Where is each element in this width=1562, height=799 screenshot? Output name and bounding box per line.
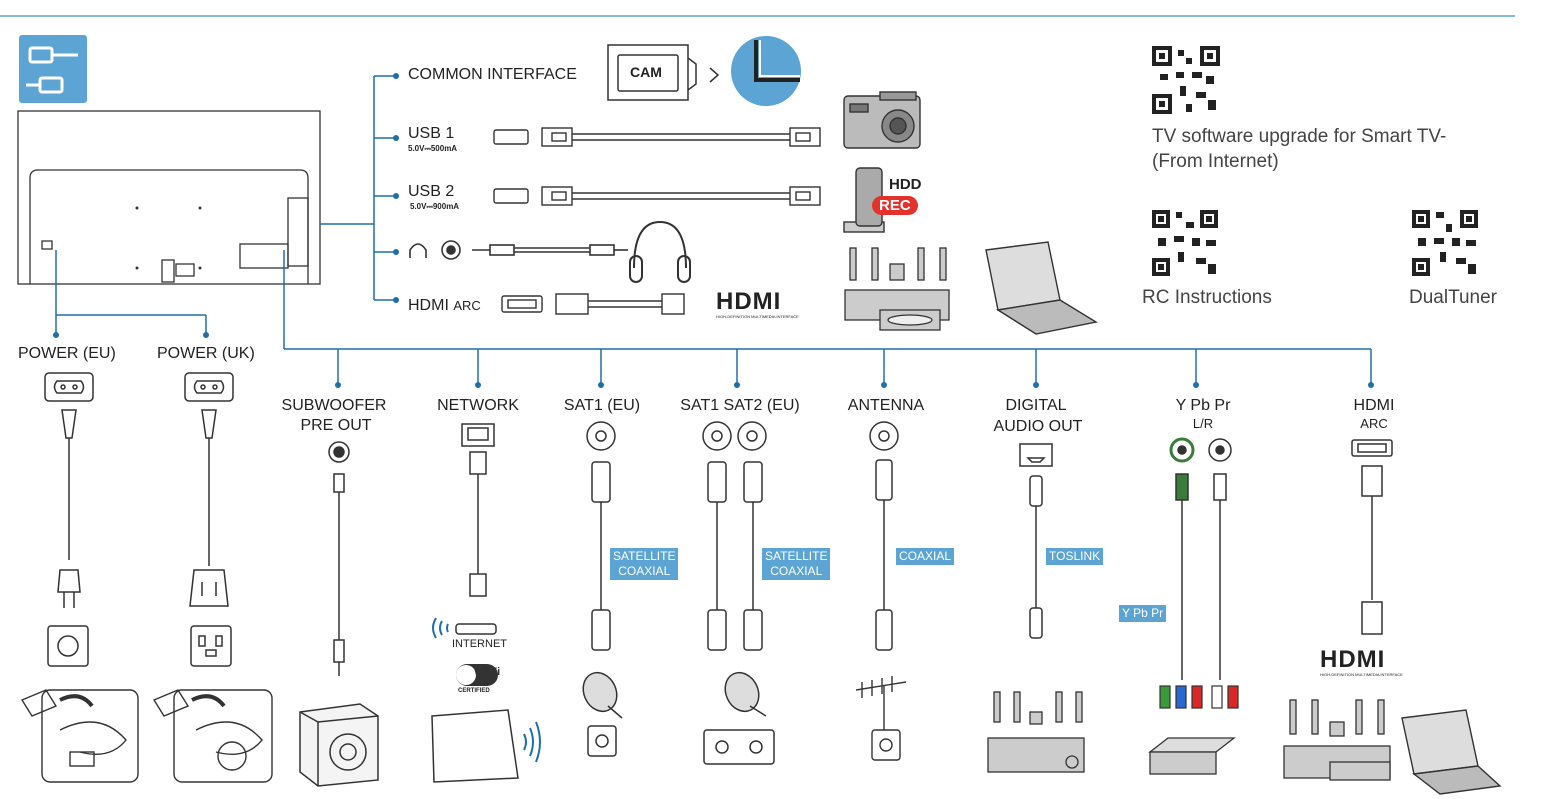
set-top-box-icon <box>1148 737 1236 775</box>
tv-back-panel-icon <box>17 110 321 285</box>
antenna-cable-icon <box>869 421 899 651</box>
tag-text: SATELLITE <box>613 549 676 563</box>
laptop-bottom-icon <box>1401 709 1502 795</box>
cam-slot-detail-icon <box>731 36 801 106</box>
hdmi-logo-top-sub: HIGH-DEFINITION MULTIMEDIA INTERFACE <box>716 314 799 319</box>
common-interface-label: COMMON INTERFACE <box>408 66 577 83</box>
headphones-icon <box>629 220 691 283</box>
hdmi-arc-label: HDMI ARC <box>408 297 481 315</box>
power-uk-label: POWER (UK) <box>157 345 255 362</box>
sat1-sat2-cable-icon <box>702 421 767 651</box>
qr-dualtuner-icon <box>1412 210 1478 276</box>
internet-label: INTERNET <box>452 638 507 650</box>
toslink-cable-icon <box>1019 443 1053 639</box>
home-theatre-bottom-icon <box>1283 699 1391 781</box>
arrow-icon <box>709 67 720 83</box>
laptop-icon <box>985 241 1098 335</box>
hdmi-logo-bottom-sub: HIGH-DEFINITION MULTIMEDIA INTERFACE <box>1320 672 1403 677</box>
qr-upgrade-line1: TV software upgrade for Smart TV- <box>1152 126 1447 147</box>
pre-out-label: PRE OUT <box>300 417 372 434</box>
hdd-label: HDD <box>889 176 922 193</box>
toslink-tag: TOSLINK <box>1046 548 1104 565</box>
wifi-certified-text: CERTIFIED <box>458 688 490 694</box>
rca-plugs-icon <box>1159 685 1239 709</box>
audio-out-label: AUDIO OUT <box>993 418 1083 435</box>
sat1-label: SAT1 (EU) <box>563 397 641 414</box>
digital-label: DIGITAL <box>1005 397 1067 414</box>
tag-text: COAXIAL <box>618 564 671 578</box>
wifi-certified-logo-icon <box>456 664 498 686</box>
hdmi-logo-bottom: HDMI <box>1320 646 1386 673</box>
hdmi-bottom-label: HDMI <box>1353 397 1395 414</box>
top-bus-lines <box>55 75 1372 385</box>
antenna-label: ANTENNA <box>847 397 925 414</box>
power-eu-box-icon <box>20 689 139 783</box>
qr-rc-instructions-icon <box>1152 210 1218 276</box>
wifi-router-icon <box>432 617 449 639</box>
qr-rc-label: RC Instructions <box>1142 287 1272 308</box>
qr-upgrade-icon <box>1152 46 1220 114</box>
arc-text: ARC <box>453 298 481 313</box>
wifi-logo-text: Wi Fi <box>474 666 501 678</box>
ypbpr-label: Y Pb Pr <box>1175 397 1231 414</box>
usb2-cable-icon <box>493 186 821 206</box>
tag-text: SATELLITE <box>765 549 828 563</box>
camera-icon <box>843 91 921 149</box>
cam-label: CAM <box>630 64 662 80</box>
qr-upgrade-line2: (From Internet) <box>1152 151 1279 172</box>
power-eu-label: POWER (EU) <box>18 345 116 362</box>
antenna-icon <box>855 676 907 761</box>
subwoofer-cable-icon <box>328 441 350 676</box>
cam-module-icon <box>607 44 697 101</box>
usb2-power-label: 5.0V⎓900mA <box>410 202 460 211</box>
qr-dualtuner-label: DualTuner <box>1409 287 1498 308</box>
headphone-cable-icon <box>409 240 628 260</box>
subwoofer-label: SUBWOOFER <box>281 397 387 414</box>
ypbpr-cable-icon <box>1169 437 1232 680</box>
tag-text: COAXIAL <box>770 564 823 578</box>
power-eu-cable-icon <box>44 372 94 667</box>
rec-badge: REC <box>872 196 918 215</box>
smart-tv-wifi-icon <box>431 709 541 783</box>
satellite-dish-dual-icon <box>703 671 775 765</box>
hdmi-text: HDMI <box>408 297 449 314</box>
connections-badge-icon <box>19 35 87 103</box>
subwoofer-icon <box>299 703 379 787</box>
arc-bottom-label: ARC <box>1360 416 1388 431</box>
network-cable-icon <box>461 423 495 597</box>
sat1-sat2-label: SAT1 SAT2 (EU) <box>680 397 800 414</box>
satellite-dish-icon <box>582 671 623 757</box>
hdmi-bottom-cable-icon <box>1351 439 1393 635</box>
network-label: NETWORK <box>437 397 519 414</box>
usb2-label: USB 2 <box>408 183 455 200</box>
coaxial-tag: COAXIAL <box>896 548 955 565</box>
lr-label: L/R <box>1192 416 1214 431</box>
sat1-cable-icon <box>586 421 616 651</box>
home-theatre-icon <box>844 247 950 331</box>
hdmi-top-cable-icon <box>501 293 685 315</box>
usb1-power-label: 5.0V⎓500mA <box>408 144 458 153</box>
ypbpr-tag: Y Pb Pr <box>1119 605 1167 622</box>
hdmi-logo-top: HDMI <box>716 288 782 315</box>
usb1-label: USB 1 <box>408 125 455 142</box>
av-receiver-icon <box>987 691 1085 773</box>
usb1-cable-icon <box>493 127 821 147</box>
power-uk-box-icon <box>152 689 273 783</box>
power-uk-cable-icon <box>184 372 234 667</box>
